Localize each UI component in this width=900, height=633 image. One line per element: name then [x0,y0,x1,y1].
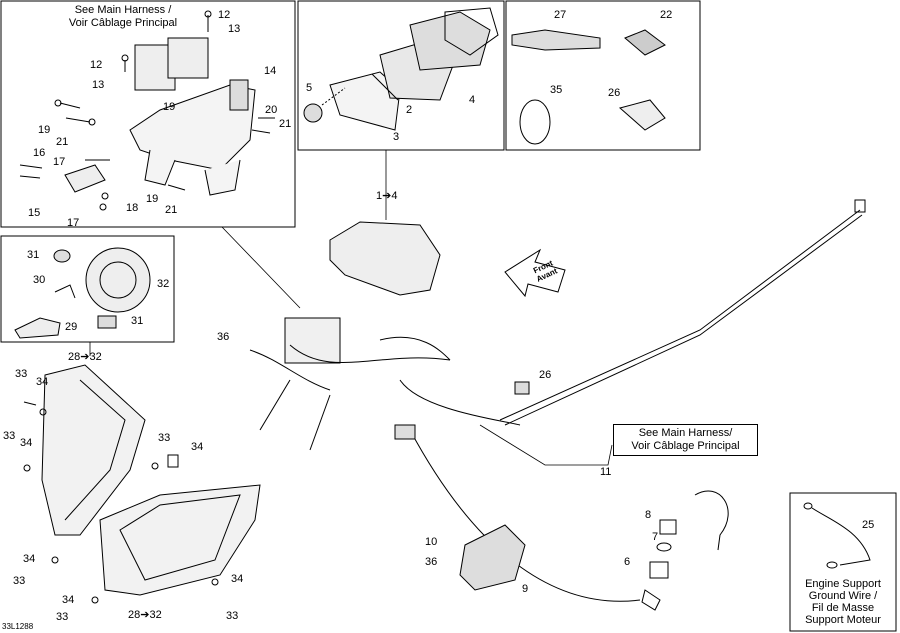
part-number: 29 [65,321,78,333]
leader-lines [89,150,613,466]
part-number: 27 [554,9,567,21]
front-arrow-shape [504,248,566,298]
main-harness-drawing [249,199,866,602]
part-number: 9 [522,583,529,595]
part-number: 35 [550,84,563,96]
group-label-headlight-top: 28➔32 [68,351,102,363]
callout-line: See Main Harness/ [638,427,733,439]
part-number: 12 [218,9,231,21]
front-headlight-drawing [99,484,261,596]
part-number: 34 [23,553,36,565]
part-number: 34 [36,376,49,388]
callout-line: Fil de Masse [811,602,875,614]
part-number: 32 [157,278,170,290]
callout-line: Support Moteur [805,614,881,626]
callout-line: Engine Support [805,578,881,590]
part-number: 31 [131,315,144,327]
part-number: 18 [126,202,139,214]
part-number: 12 [90,59,103,71]
part-number: 33 [226,610,239,622]
part-number: 14 [264,65,277,77]
gauge-parts-drawing [303,7,499,131]
callout-line: See Main Harness / [74,4,172,16]
see-main-harness-callout-right: See Main Harness/ Voir Câblage Principal [613,424,758,456]
part-number: 11 [600,466,612,478]
ground-wire-callout: Engine Support Ground Wire / Fil de Mass… [793,578,893,626]
part-number: 34 [191,441,204,453]
part-number: 34 [231,573,244,585]
callout-line: Voir Câblage Principal [631,440,740,452]
part-number: 36 [425,556,438,568]
part-number: 33 [56,611,69,623]
part-number: 33 [15,368,28,380]
part-number: 20 [265,104,278,116]
frame-bulb-inset [0,235,175,343]
part-number: 21 [279,118,292,130]
part-number: 5 [306,82,313,94]
frame-ground-inset [789,492,897,632]
part-number: 13 [228,23,241,35]
part-number: 33 [13,575,26,587]
callout-line: Ground Wire / [808,590,878,602]
part-number: 22 [660,9,673,21]
bulb-parts-drawing [14,247,151,339]
frame-gauge-inset [297,0,505,151]
part-number: 3 [393,131,400,143]
group-label-headlight-bottom: 28➔32 [128,609,162,621]
part-number: 30 [33,274,46,286]
part-number: 21 [56,136,69,148]
part-number: 26 [539,369,552,381]
callout-line: Voir Câblage Principal [68,17,178,29]
part-number: 31 [27,249,40,261]
frame-relay-inset [0,0,296,228]
part-number: 34 [62,594,75,606]
part-number: 33 [158,432,171,444]
regulator-drawing [459,490,729,611]
part-number: 33 [3,430,16,442]
part-number: 13 [92,79,105,91]
part-number: 6 [624,556,631,568]
part-number: 21 [165,204,178,216]
part-number: 36 [217,331,230,343]
part-number: 19 [163,101,176,113]
part-number: 2 [406,104,413,116]
accessories-drawing [511,29,666,145]
reference-code: 33L1288 [2,622,34,631]
part-number: 25 [862,519,875,531]
part-number: 16 [33,147,46,159]
frame-accessories-inset [505,0,701,151]
see-main-harness-callout-top: See Main Harness / Voir Câblage Principa… [33,4,213,30]
ground-wire-drawing [803,502,871,569]
part-number: 34 [20,437,33,449]
fastener-marks [23,401,219,604]
part-number: 15 [28,207,41,219]
relay-bracket-drawing [19,10,275,211]
part-number: 4 [469,94,476,106]
part-number: 10 [425,536,438,548]
part-number: 17 [53,156,66,168]
part-number: 8 [645,509,652,521]
left-headlight-drawing [41,364,146,536]
part-number: 19 [146,193,159,205]
group-label-gauge: 1➔4 [376,190,398,202]
part-number: 19 [38,124,51,136]
part-number: 17 [67,217,80,229]
part-number: 26 [608,87,621,99]
part-number: 7 [652,531,659,543]
